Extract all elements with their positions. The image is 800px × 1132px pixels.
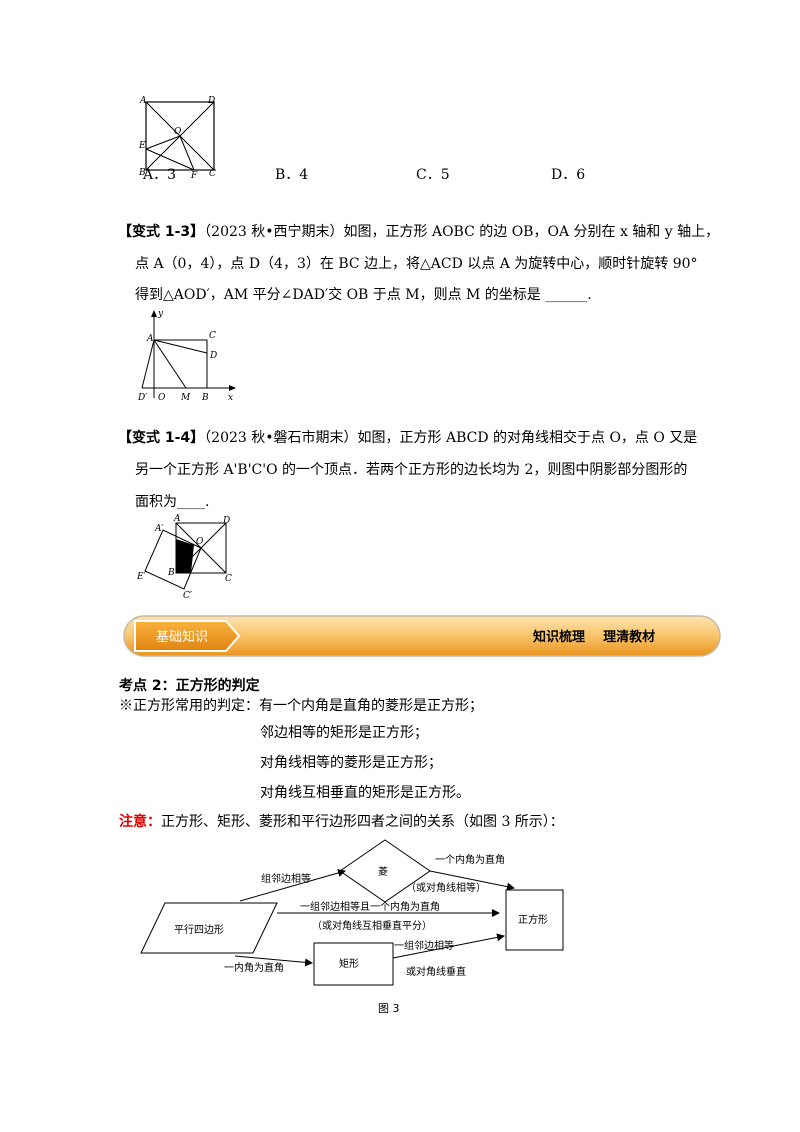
label-A: A	[139, 96, 147, 106]
rhombus-shape	[339, 839, 431, 903]
option-c: C．5	[416, 167, 450, 183]
label-D-prime: D′	[137, 393, 147, 403]
label-D: D	[222, 516, 230, 526]
shaded-region	[176, 539, 194, 573]
edge-label-2: 一个内角为直角	[435, 853, 505, 866]
label-C: C	[209, 331, 216, 341]
q13-line2: 点 A（0，4），点 D（4，3）在 BC 边上，将△ACD 以点 A 为旋转中…	[135, 256, 698, 272]
label-A: A	[173, 514, 181, 524]
label-O: O	[174, 127, 182, 137]
label-F: F	[190, 171, 198, 179]
label-M: M	[180, 393, 191, 403]
label-D: D	[207, 96, 215, 106]
label-O: O	[196, 537, 204, 547]
rule-1: 邻边相等的矩形是正方形；	[260, 725, 428, 741]
label-D: D	[209, 351, 217, 361]
note-label: 注意：	[119, 814, 161, 830]
note-line: 注意：正方形、矩形、菱形和平行边形四者之间的关系（如图 3 所示）：	[119, 814, 564, 830]
label-E: E	[138, 141, 146, 151]
kaodian-title: 考点 2：正方形的判定	[119, 678, 260, 694]
label-A-prime: A′	[154, 524, 164, 534]
figure-coordinate-square: y A C D D′ O M B x	[137, 309, 236, 403]
label-E-prime: E′	[137, 572, 146, 582]
figure-square-aboc: A D O E B F C	[138, 96, 216, 179]
label-C: C	[225, 574, 232, 584]
label-B: B	[167, 568, 175, 578]
q13-line3: 得到△AOD′，AM 平分∠DAD′交 OB 于点 M，则点 M 的坐标是 __…	[135, 287, 592, 303]
label-C: C	[209, 169, 216, 179]
figure-caption: 图 3	[378, 1002, 400, 1015]
edge-label-3b: （或对角线互相垂直平分）	[312, 919, 432, 932]
option-b: B．4	[275, 167, 309, 183]
label-y: y	[157, 309, 164, 319]
parallelogram-shape	[140, 902, 278, 954]
banner-right-label: 知识梳理 理清教材	[533, 630, 656, 645]
q13-tag: 【变式 1-3】	[118, 224, 205, 240]
square-label: 正方形	[518, 913, 548, 926]
kaodian-intro: ※正方形常用的判定：有一个内角是直角的菱形是正方形；	[119, 698, 483, 714]
label-B: B	[138, 168, 146, 178]
label-x: x	[228, 393, 233, 403]
edge-label-1: 组邻边相等	[261, 872, 311, 885]
rule-2: 对角线相等的菱形是正方形；	[260, 755, 442, 771]
edge-label-2b: （或对角线相等）	[406, 881, 486, 894]
relationship-diagram: 平行四边形 菱 矩形 正方形 组邻边相等 一个内角为直角 （或对角线相等） 一组…	[140, 839, 564, 986]
figure-two-squares: A′ A D O E′ B C C′	[137, 514, 232, 599]
edge-label-3: 一组邻边相等且一个内角为直角	[300, 900, 440, 913]
option-d: D．6	[551, 167, 586, 183]
edge-label-5b: 或对角线垂直	[406, 965, 466, 978]
edge-label-5: 一组邻边相等	[394, 939, 454, 952]
label-A: A	[146, 334, 154, 344]
q14-line3: 面积为____.	[135, 494, 210, 510]
q14-tag: 【变式 1-4】	[118, 430, 205, 446]
label-B: B	[201, 393, 209, 403]
banner-left-label: 基础知识	[156, 630, 209, 645]
section-banner: 基础知识 知识梳理 理清教材	[123, 614, 721, 658]
square-shape	[505, 889, 564, 951]
option-a: A．3	[143, 167, 177, 183]
q14-line2: 另一个正方形 A'B'C'O 的一个顶点．若两个正方形的边长均为 2，则图中阴影…	[135, 462, 688, 478]
edge-label-4: 一内角为直角	[224, 961, 284, 974]
parallelogram-label: 平行四边形	[174, 923, 224, 936]
q14-line1: 【变式 1-4】（2023 秋•磐石市期末）如图，正方形 ABCD 的对角线相交…	[118, 430, 698, 446]
rectangle-label: 矩形	[339, 957, 359, 970]
rule-3: 对角线互相垂直的矩形是正方形。	[260, 785, 470, 801]
label-O: O	[158, 393, 166, 403]
q13-line1: 【变式 1-3】（2023 秋•西宁期末）如图，正方形 AOBC 的边 OB，O…	[118, 224, 720, 240]
rhombus-label: 菱	[378, 866, 388, 878]
label-C-prime: C′	[183, 591, 192, 599]
rectangle-shape	[313, 942, 394, 986]
